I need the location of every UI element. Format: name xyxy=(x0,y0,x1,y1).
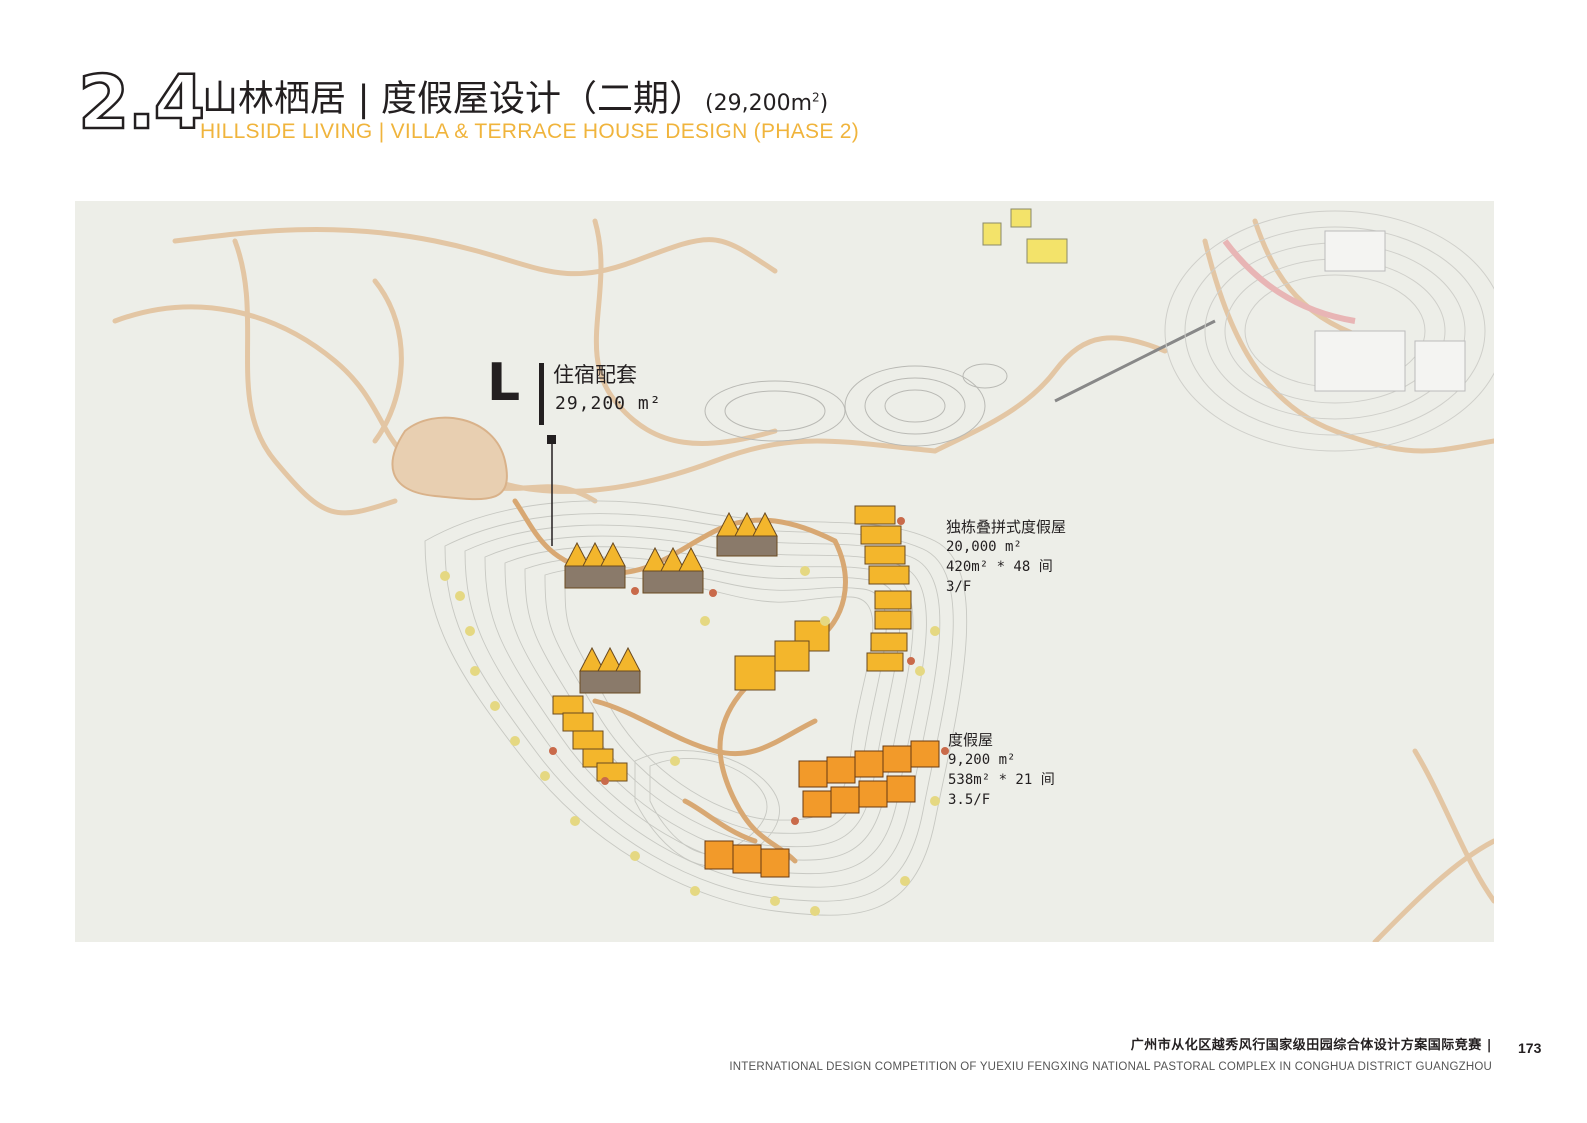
title-area: (29,200m2) xyxy=(705,91,828,116)
villa-area: 20,000 m² xyxy=(946,539,1022,555)
leader-line xyxy=(547,435,556,546)
house-units: 538m² * 21 间 xyxy=(948,772,1055,788)
house-label: 度假屋 9,200 m² 538m² * 21 间 3.5/F xyxy=(948,730,1055,810)
footer-title-cn: 广州市从化区越秀风行国家级田园综合体设计方案国际竞赛 | xyxy=(1130,1038,1492,1053)
villa-cluster-b xyxy=(552,505,912,782)
title-area-close: ) xyxy=(819,91,829,117)
site-paths xyxy=(512,498,848,864)
villa-cluster-a xyxy=(564,511,778,694)
main-facility-area: 29,200 m² xyxy=(555,393,662,414)
title-cn-text: 山林栖居 | 度假屋设计（二期） xyxy=(202,78,706,120)
footer-title-en: INTERNATIONAL DESIGN COMPETITION OF YUEX… xyxy=(729,1061,1492,1073)
main-facility-bar xyxy=(539,363,544,425)
page-number: 173 xyxy=(1518,1040,1542,1056)
house-floors: 3.5/F xyxy=(948,792,991,808)
section-number: 2.4 xyxy=(77,60,207,146)
site-plan: L 住宿配套 29,200 m² 独栋叠拼式度假屋 20,000 m² 420m… xyxy=(75,201,1494,942)
title-area-value: (29,200m xyxy=(705,91,813,117)
villa-floors: 3/F xyxy=(946,579,972,595)
villa-units: 420m² * 48 间 xyxy=(946,559,1053,575)
page-title-cn: 山林栖居 | 度假屋设计（二期）(29,200m2) xyxy=(202,74,828,128)
northeast-cluster xyxy=(1164,210,1494,452)
trees xyxy=(440,517,949,916)
house-area: 9,200 m² xyxy=(948,752,1016,768)
villa-label: 独栋叠拼式度假屋 20,000 m² 420m² * 48 间 3/F xyxy=(946,517,1066,597)
house-name: 度假屋 xyxy=(948,731,994,749)
site-plan-drawing xyxy=(112,208,1494,942)
villa-name: 独栋叠拼式度假屋 xyxy=(946,518,1067,536)
main-facility-glyph: L xyxy=(487,353,521,413)
title-area-sup: 2 xyxy=(812,91,820,105)
main-facility-name: 住宿配套 xyxy=(553,363,637,387)
top-buildings xyxy=(982,208,1068,264)
page-title-en: HILLSIDE LIVING | VILLA & TERRACE HOUSE … xyxy=(200,120,860,143)
page-header: 2.4 山林栖居 | 度假屋设计（二期）(29,200m2) HILLSIDE … xyxy=(77,65,978,162)
background-paths xyxy=(112,218,1494,942)
north-cluster xyxy=(704,319,1216,447)
terrace-cluster xyxy=(704,740,940,878)
pond xyxy=(391,416,508,501)
